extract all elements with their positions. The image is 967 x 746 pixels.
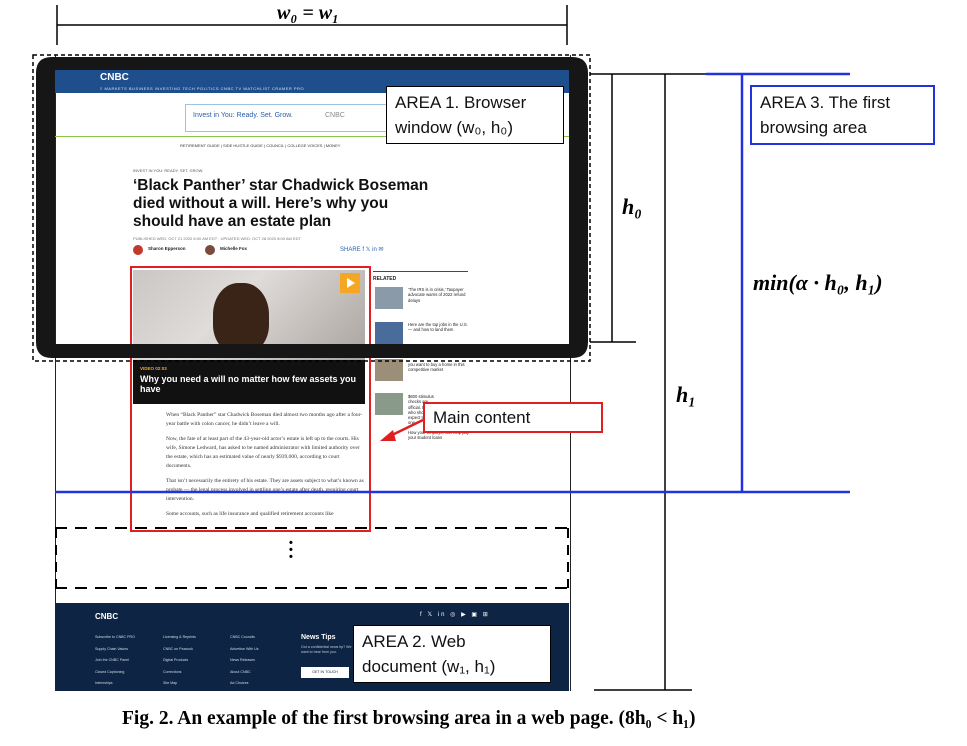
news-tips-heading: News Tips: [301, 634, 336, 641]
paragraph: When “Black Panther” star Chadwick Bosem…: [166, 412, 363, 427]
h1-label: h₁: [676, 382, 696, 407]
video-kicker: VIDEO 02:03: [140, 366, 167, 371]
footer-link: Supply Chain Values: [95, 646, 129, 651]
related-thumb: [375, 287, 403, 309]
get-in-touch-button: GET IN TOUCH: [301, 667, 349, 678]
main-content-box: [130, 266, 371, 532]
paragraph: Some accounts, such as life insurance an…: [166, 511, 334, 517]
author-name: Michelle Fox: [220, 246, 248, 251]
area3-label: AREA 3. The first browsing area: [750, 85, 935, 145]
related-thumb: [375, 322, 403, 344]
footer-link: CNBC Councils: [230, 635, 255, 639]
footer-link: Join the CNBC Panel: [95, 658, 129, 662]
area3-line1: AREA 3. The first: [760, 93, 891, 112]
article-body: When “Black Panther” star Chadwick Bosem…: [166, 411, 366, 525]
footer-link: Ad Choices: [230, 681, 249, 685]
area2-label: AREA 2. Web document (w₁, h₁): [353, 625, 551, 683]
footer-link: Digital Products: [163, 658, 189, 662]
footer-link: Internships: [95, 681, 113, 685]
min-label: min(α · h₀, h₁): [753, 270, 883, 295]
footer-link: Advertise With Us: [230, 646, 259, 651]
related-header: RELATED: [373, 276, 397, 282]
footer-logo: CNBC: [95, 612, 119, 621]
related-thumb: [375, 393, 403, 415]
area1-line2: window (w₀, h₀): [395, 118, 514, 137]
ad-banner: [185, 104, 417, 132]
footer-link: Corrections: [163, 669, 182, 674]
related-thumb: [375, 359, 403, 381]
footer-link: News Releases: [230, 658, 255, 662]
footer-link: Licensing & Reprints: [163, 635, 196, 639]
author-name: Sharon Epperson: [148, 246, 186, 251]
figure-caption: Fig. 2. An example of the first browsing…: [122, 708, 696, 729]
related-divider: [373, 271, 468, 272]
footer-link: About CNBC: [230, 669, 251, 674]
video-title: Why you need a will no matter how few as…: [140, 374, 357, 394]
paragraph: That isn’t necessarily the entirety of h…: [166, 478, 364, 502]
related-item: $600 stimulus checks are official. Here’…: [408, 394, 435, 426]
footer-column: CNBC Councils Advertise With Us News Rel…: [230, 632, 259, 690]
area3-line2: browsing area: [760, 118, 867, 137]
cnbc-nav: ≡ MARKETS BUSINESS INVESTING TECH POLITI…: [100, 86, 305, 91]
video-caption-bar: [133, 360, 365, 404]
area1-line1: AREA 1. Browser: [395, 93, 527, 112]
footer-column: Subscribe to CNBC PRO Supply Chain Value…: [95, 632, 135, 690]
main-content-label: Main content: [423, 402, 603, 433]
article-dates: PUBLISHED WED, OCT 21 2020 8:00 AM EDT ·…: [133, 236, 301, 241]
width-label: w₀ = w₁: [277, 2, 340, 24]
footer-link: CNBC on Peacock: [163, 646, 193, 651]
article-kicker: INVEST IN YOU: READY. SET. GROW.: [133, 168, 204, 173]
footer-social-icons: f 𝕏 in ◎ ▶ ▣ ⊞: [420, 612, 490, 618]
footer-column: Licensing & Reprints CNBC on Peacock Dig…: [163, 632, 196, 690]
portrait-image: [213, 283, 269, 353]
play-triangle-icon: [347, 278, 355, 288]
ellipsis-dots: •••: [289, 537, 293, 563]
news-tips-text: Got a confidential news tip? We want to …: [301, 645, 352, 654]
arrow-head: [380, 430, 396, 441]
related-item: ‘The IRS is in crisis,’ Taxpayer advocat…: [408, 287, 466, 303]
area2-line1: AREA 2. Web: [362, 632, 466, 651]
browser-dashed-outline: [32, 54, 591, 362]
cnbc-logo: CNBC: [100, 72, 129, 83]
main-content-arrow: [389, 418, 424, 438]
footer-link: Site Map: [163, 681, 178, 685]
ad-logo: CNBC: [325, 112, 345, 119]
related-item: Here are the top jobs in the U.S. — and …: [408, 322, 468, 333]
sub-nav: RETIREMENT GUIDE | SIDE HUSTLE GUIDE | C…: [180, 143, 341, 148]
related-item: you want to buy a home in this competiti…: [408, 362, 465, 373]
avatar: [133, 245, 143, 255]
h0-label: h₀: [622, 194, 642, 219]
footer-link: Closed Captioning: [95, 669, 125, 674]
avatar: [205, 245, 215, 255]
footer-link: Subscribe to CNBC PRO: [95, 635, 135, 639]
area1-label: AREA 1. Browser window (w₀, h₀): [386, 86, 564, 144]
ad-text: Invest in You: Ready. Set. Grow.: [193, 112, 293, 119]
divider: [55, 136, 569, 137]
paragraph: Now, the fate of at least part of the 43…: [166, 436, 360, 469]
share-icons: SHARE f 𝕏 in ✉: [340, 247, 384, 253]
area2-line2: document (w₁, h₁): [362, 657, 496, 676]
article-headline: ‘Black Panther’ star Chadwick Boseman di…: [133, 177, 429, 230]
